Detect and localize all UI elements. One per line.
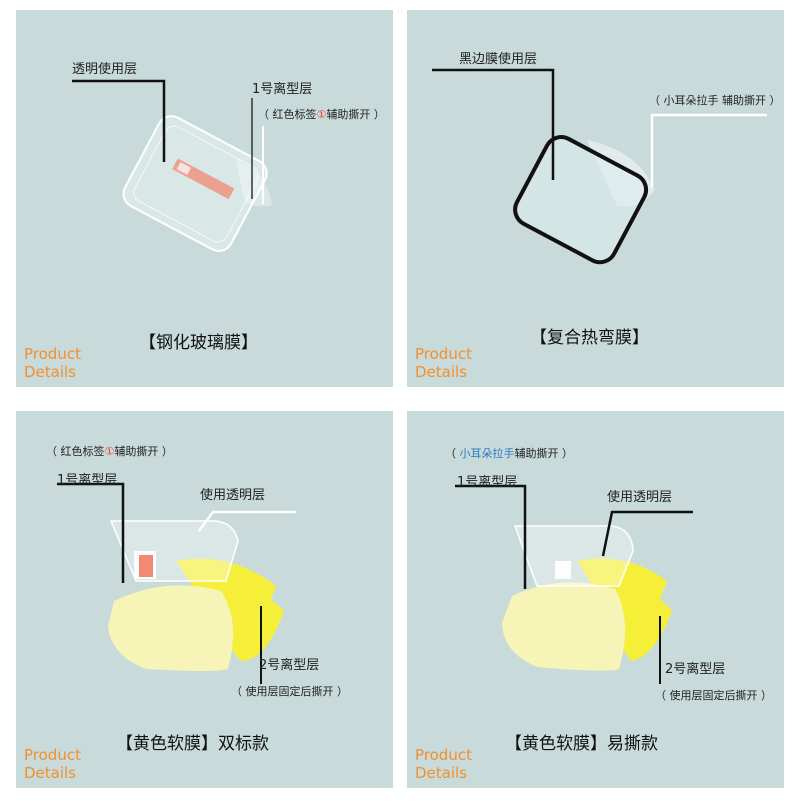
release2-note: （ 使用层固定后撕开 ） <box>231 685 348 698</box>
product-details: Product Details <box>415 746 472 782</box>
leader-release1 <box>57 482 125 583</box>
tempered-glass-illustration <box>72 79 272 252</box>
use-layer-label: 使用透明层 <box>607 490 673 505</box>
product-text: Product <box>24 345 81 363</box>
leader-use-layer <box>72 79 166 162</box>
panel-title: 【钢化玻璃膜】 <box>139 333 258 353</box>
panel-title: 【黄色软膜】双标款 <box>116 734 269 754</box>
release2-label: 2号离型层 <box>259 658 320 673</box>
use-layer-label: 使用透明层 <box>200 488 266 503</box>
panel-title: 【黄色软膜】易撕款 <box>505 734 658 754</box>
hint-post: 辅助撕开 ） <box>114 445 173 458</box>
hint-pre: （ 红色标签 <box>258 108 317 121</box>
leader-hint <box>650 113 767 187</box>
hint-label: （ 红色标签①辅助撕开 ） <box>46 443 173 459</box>
release2-note: （ 使用层固定后撕开 ） <box>655 689 772 702</box>
use-layer-label: 黑边膜使用层 <box>459 52 538 67</box>
product-text: Product <box>415 345 472 363</box>
details-text: Details <box>24 764 77 782</box>
leader-release1 <box>455 484 527 589</box>
release2-label: 2号离型层 <box>665 662 726 677</box>
release1-label: 1号离型层 <box>252 82 313 97</box>
details-text: Details <box>415 764 468 782</box>
curved-film-illustration <box>432 68 767 265</box>
hint-post: 辅助撕开 ） <box>514 447 574 460</box>
product-text: Product <box>415 746 472 764</box>
panel-tempered-glass: 透明使用层 1号离型层 （ 红色标签①辅助撕开 ） 【钢化玻璃膜】 Produc… <box>16 10 393 387</box>
product-text: Product <box>24 746 81 764</box>
leader-use-layer <box>432 68 555 180</box>
hint-label: （ 小耳朵拉手辅助撕开 ） <box>445 445 573 461</box>
leader-use-layer <box>601 510 693 557</box>
release1-label: 1号离型层 <box>57 473 118 488</box>
details-text: Details <box>24 363 77 381</box>
yellow-easy-illustration <box>455 484 693 684</box>
hint-pre: （ <box>445 447 460 460</box>
hint-label: （ 红色标签①辅助撕开 ） <box>258 106 385 122</box>
panel-curved-film: 黑边膜使用层 （ 小耳朵拉手 辅助撕开 ） 【复合热弯膜】 Product De… <box>407 10 784 387</box>
use-layer-label: 透明使用层 <box>72 62 138 77</box>
hint-pre: （ 红色标签 <box>46 445 105 458</box>
yellow-double-illustration <box>57 482 296 684</box>
panel-yellow-double: （ 红色标签①辅助撕开 ） 1号离型层 使用透明层 2号离型层 （ 使用层固定后… <box>16 411 393 788</box>
hint-post: 辅助撕开 ） <box>326 108 385 121</box>
details-text: Details <box>415 363 468 381</box>
hint-label: （ 小耳朵拉手 辅助撕开 ） <box>649 94 781 107</box>
panel-title: 【复合热弯膜】 <box>530 328 649 348</box>
release1-label: 1号离型层 <box>457 475 518 490</box>
panel-yellow-easy: （ 小耳朵拉手辅助撕开 ） 1号离型层 使用透明层 2号离型层 （ 使用层固定后… <box>407 411 784 788</box>
product-details: Product Details <box>415 345 472 381</box>
product-details: Product Details <box>24 746 81 782</box>
hint-num: ① <box>316 108 327 121</box>
hint-blue: 小耳朵拉手 <box>459 447 515 460</box>
product-details: Product Details <box>24 345 81 381</box>
hint-num: ① <box>104 445 115 458</box>
leader-use-layer <box>197 510 296 532</box>
